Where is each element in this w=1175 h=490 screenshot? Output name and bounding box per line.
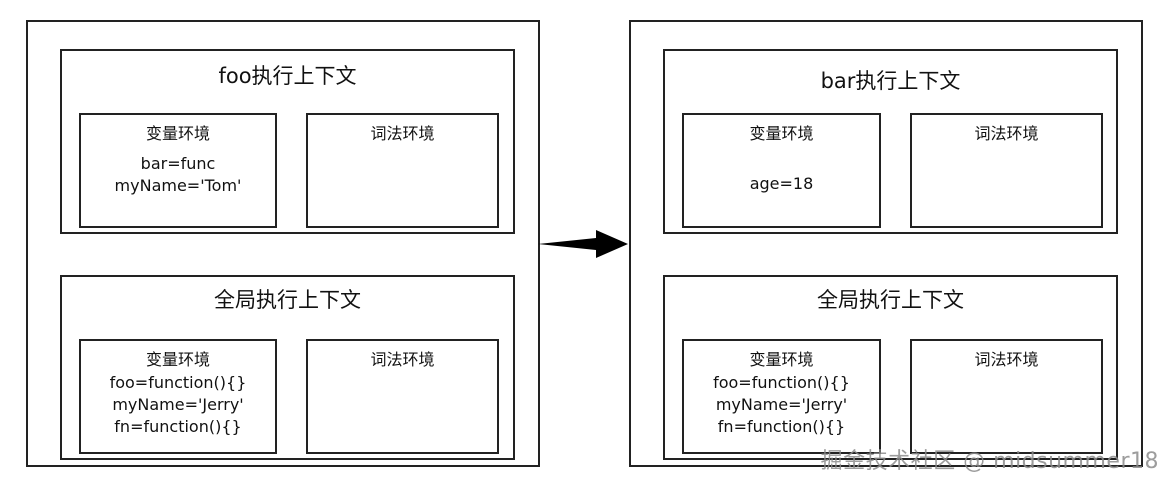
env-entry: foo=function(){} (109, 373, 247, 392)
lexical-environment-title: 词法环境 (974, 350, 1039, 369)
variable-environment-entries: age=18 (684, 173, 879, 195)
env-entry: myName='Jerry' (715, 395, 848, 414)
left-call-stack: foo执行上下文 变量环境 bar=func myName='Tom' 词法环境… (26, 20, 540, 467)
env-entry: age=18 (749, 174, 814, 193)
env-entry: fn=function(){} (114, 417, 242, 436)
context-title: foo执行上下文 (218, 64, 357, 88)
env-entry: foo=function(){} (713, 373, 850, 392)
lexical-environment: 词法环境 (910, 113, 1103, 228)
bar-execution-context: bar执行上下文 变量环境 age=18 词法环境 (663, 49, 1118, 234)
lexical-environment-title: 词法环境 (370, 124, 435, 143)
variable-environment: 变量环境 age=18 (682, 113, 881, 228)
global-execution-context: 全局执行上下文 变量环境 foo=function(){} myName='Je… (663, 275, 1118, 460)
right-call-stack: bar执行上下文 变量环境 age=18 词法环境 全局执行上下文 变量环境 f… (629, 20, 1143, 467)
variable-environment-entries: foo=function(){} myName='Jerry' fn=funct… (81, 372, 275, 438)
variable-environment-entries: bar=func myName='Tom' (81, 153, 275, 197)
variable-environment-title: 变量环境 (749, 124, 814, 143)
lexical-environment-title: 词法环境 (370, 350, 435, 369)
transition-arrow-icon (538, 230, 628, 258)
variable-environment-entries: foo=function(){} myName='Jerry' fn=funct… (684, 372, 879, 438)
variable-environment: 变量环境 foo=function(){} myName='Jerry' fn=… (682, 339, 881, 454)
lexical-environment: 词法环境 (306, 339, 499, 454)
global-execution-context: 全局执行上下文 变量环境 foo=function(){} myName='Je… (60, 275, 515, 460)
lexical-environment: 词法环境 (306, 113, 499, 228)
watermark: 掘金技术社区 @ midsummer18 (820, 449, 1159, 474)
foo-execution-context: foo执行上下文 变量环境 bar=func myName='Tom' 词法环境 (60, 49, 515, 234)
env-entry: bar=func (140, 154, 216, 173)
env-entry: myName='Tom' (114, 176, 242, 195)
lexical-environment-title: 词法环境 (974, 124, 1039, 143)
variable-environment-title: 变量环境 (145, 124, 210, 143)
context-title: bar执行上下文 (820, 69, 961, 93)
context-title: 全局执行上下文 (214, 288, 361, 312)
context-title: 全局执行上下文 (817, 288, 964, 312)
env-entry: myName='Jerry' (112, 395, 244, 414)
env-entry: fn=function(){} (717, 417, 846, 436)
variable-environment-title: 变量环境 (749, 350, 814, 369)
variable-environment: 变量环境 bar=func myName='Tom' (79, 113, 277, 228)
variable-environment-title: 变量环境 (145, 350, 210, 369)
variable-environment: 变量环境 foo=function(){} myName='Jerry' fn=… (79, 339, 277, 454)
lexical-environment: 词法环境 (910, 339, 1103, 454)
